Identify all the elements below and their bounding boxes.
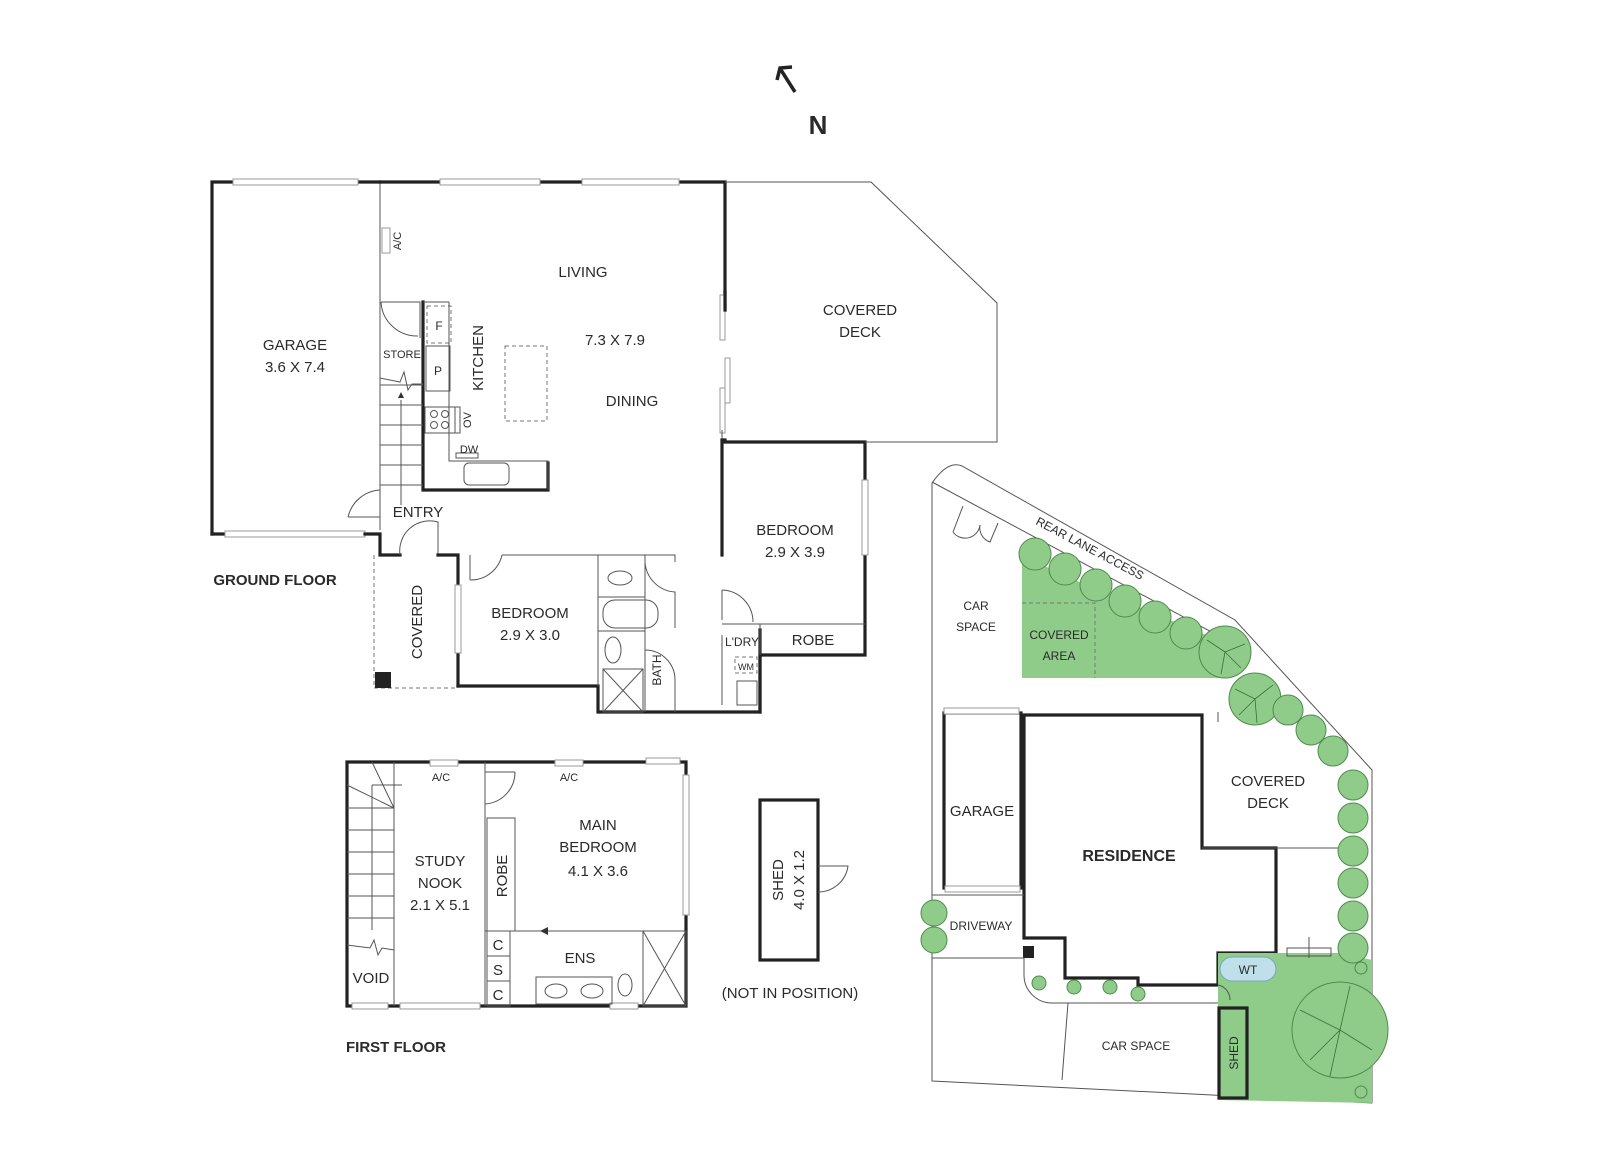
residence-label: RESIDENCE	[1082, 848, 1176, 865]
site-garage-label: GARAGE	[950, 803, 1014, 820]
robe-label-first: ROBE	[494, 855, 511, 898]
ground-floor-plan	[210, 178, 998, 714]
site-covered-deck-label: COVERED	[1231, 773, 1305, 790]
study-label: STUDY	[415, 853, 466, 870]
linen-c2: C	[493, 987, 504, 1004]
dining-label: DINING	[606, 393, 659, 410]
void-label: VOID	[353, 970, 390, 987]
dishwasher-label: DW	[460, 444, 479, 456]
garage-label: GARAGE	[263, 337, 327, 354]
covered-porch-label: COVERED	[409, 585, 426, 659]
bath-label: BATH	[650, 654, 664, 685]
covered-deck-label: COVERED	[823, 302, 897, 319]
linen-c1: C	[493, 937, 504, 954]
car-space-bottom-label: CAR SPACE	[1102, 1039, 1170, 1053]
main-bedroom-label-2: BEDROOM	[559, 839, 637, 856]
ac-label-main: A/C	[560, 772, 578, 784]
water-tank-label: WT	[1239, 963, 1258, 977]
garage-size: 3.6 X 7.4	[265, 359, 325, 376]
shed-plan	[758, 798, 849, 962]
north-arrow-icon	[775, 65, 797, 93]
washing-machine-label: WM	[738, 662, 754, 672]
laundry-label: L'DRY	[725, 635, 759, 649]
shed-label: SHED	[770, 859, 787, 901]
north-label: N	[809, 110, 828, 140]
site-covered-deck-label-2: DECK	[1247, 795, 1289, 812]
shed-note: (NOT IN POSITION)	[722, 985, 858, 1002]
fridge-label: F	[435, 319, 442, 333]
ac-label: A/C	[392, 232, 404, 250]
ground-floor-title: GROUND FLOOR	[213, 572, 336, 589]
first-floor-title: FIRST FLOOR	[346, 1039, 446, 1056]
first-floor-plan	[345, 757, 690, 1010]
ac-label-study: A/C	[432, 772, 450, 784]
covered-area-label: COVERED	[1029, 628, 1089, 642]
bedroom-1-size: 2.9 X 3.9	[765, 544, 825, 561]
main-bedroom-size: 4.1 X 3.6	[568, 863, 628, 880]
driveway-label: DRIVEWAY	[950, 919, 1013, 933]
tree-icons	[920, 537, 1389, 1099]
ensuite-label: ENS	[565, 950, 596, 967]
pantry-label: P	[434, 364, 442, 378]
site-shed-label: SHED	[1227, 1036, 1241, 1070]
store-label: STORE	[383, 349, 421, 361]
shed-size: 4.0 X 1.2	[791, 850, 808, 910]
study-label-2: NOOK	[418, 875, 462, 892]
main-bedroom-label: MAIN	[579, 817, 617, 834]
entry-label: ENTRY	[393, 504, 444, 521]
robe-label: ROBE	[792, 632, 835, 649]
study-size: 2.1 X 5.1	[410, 897, 470, 914]
car-space-top-label-2: SPACE	[956, 620, 996, 634]
bedroom-1-label: BEDROOM	[756, 522, 834, 539]
living-size: 7.3 X 7.9	[585, 332, 645, 349]
living-label: LIVING	[558, 264, 607, 281]
kitchen-label: KITCHEN	[470, 325, 487, 391]
car-space-top-label: CAR	[963, 599, 989, 613]
covered-area-label-2: AREA	[1043, 649, 1076, 663]
bedroom-2-size: 2.9 X 3.0	[500, 627, 560, 644]
covered-deck-label-2: DECK	[839, 324, 881, 341]
bedroom-2-label: BEDROOM	[491, 605, 569, 622]
linen-s: S	[493, 962, 503, 979]
oven-label: OV	[462, 411, 474, 428]
